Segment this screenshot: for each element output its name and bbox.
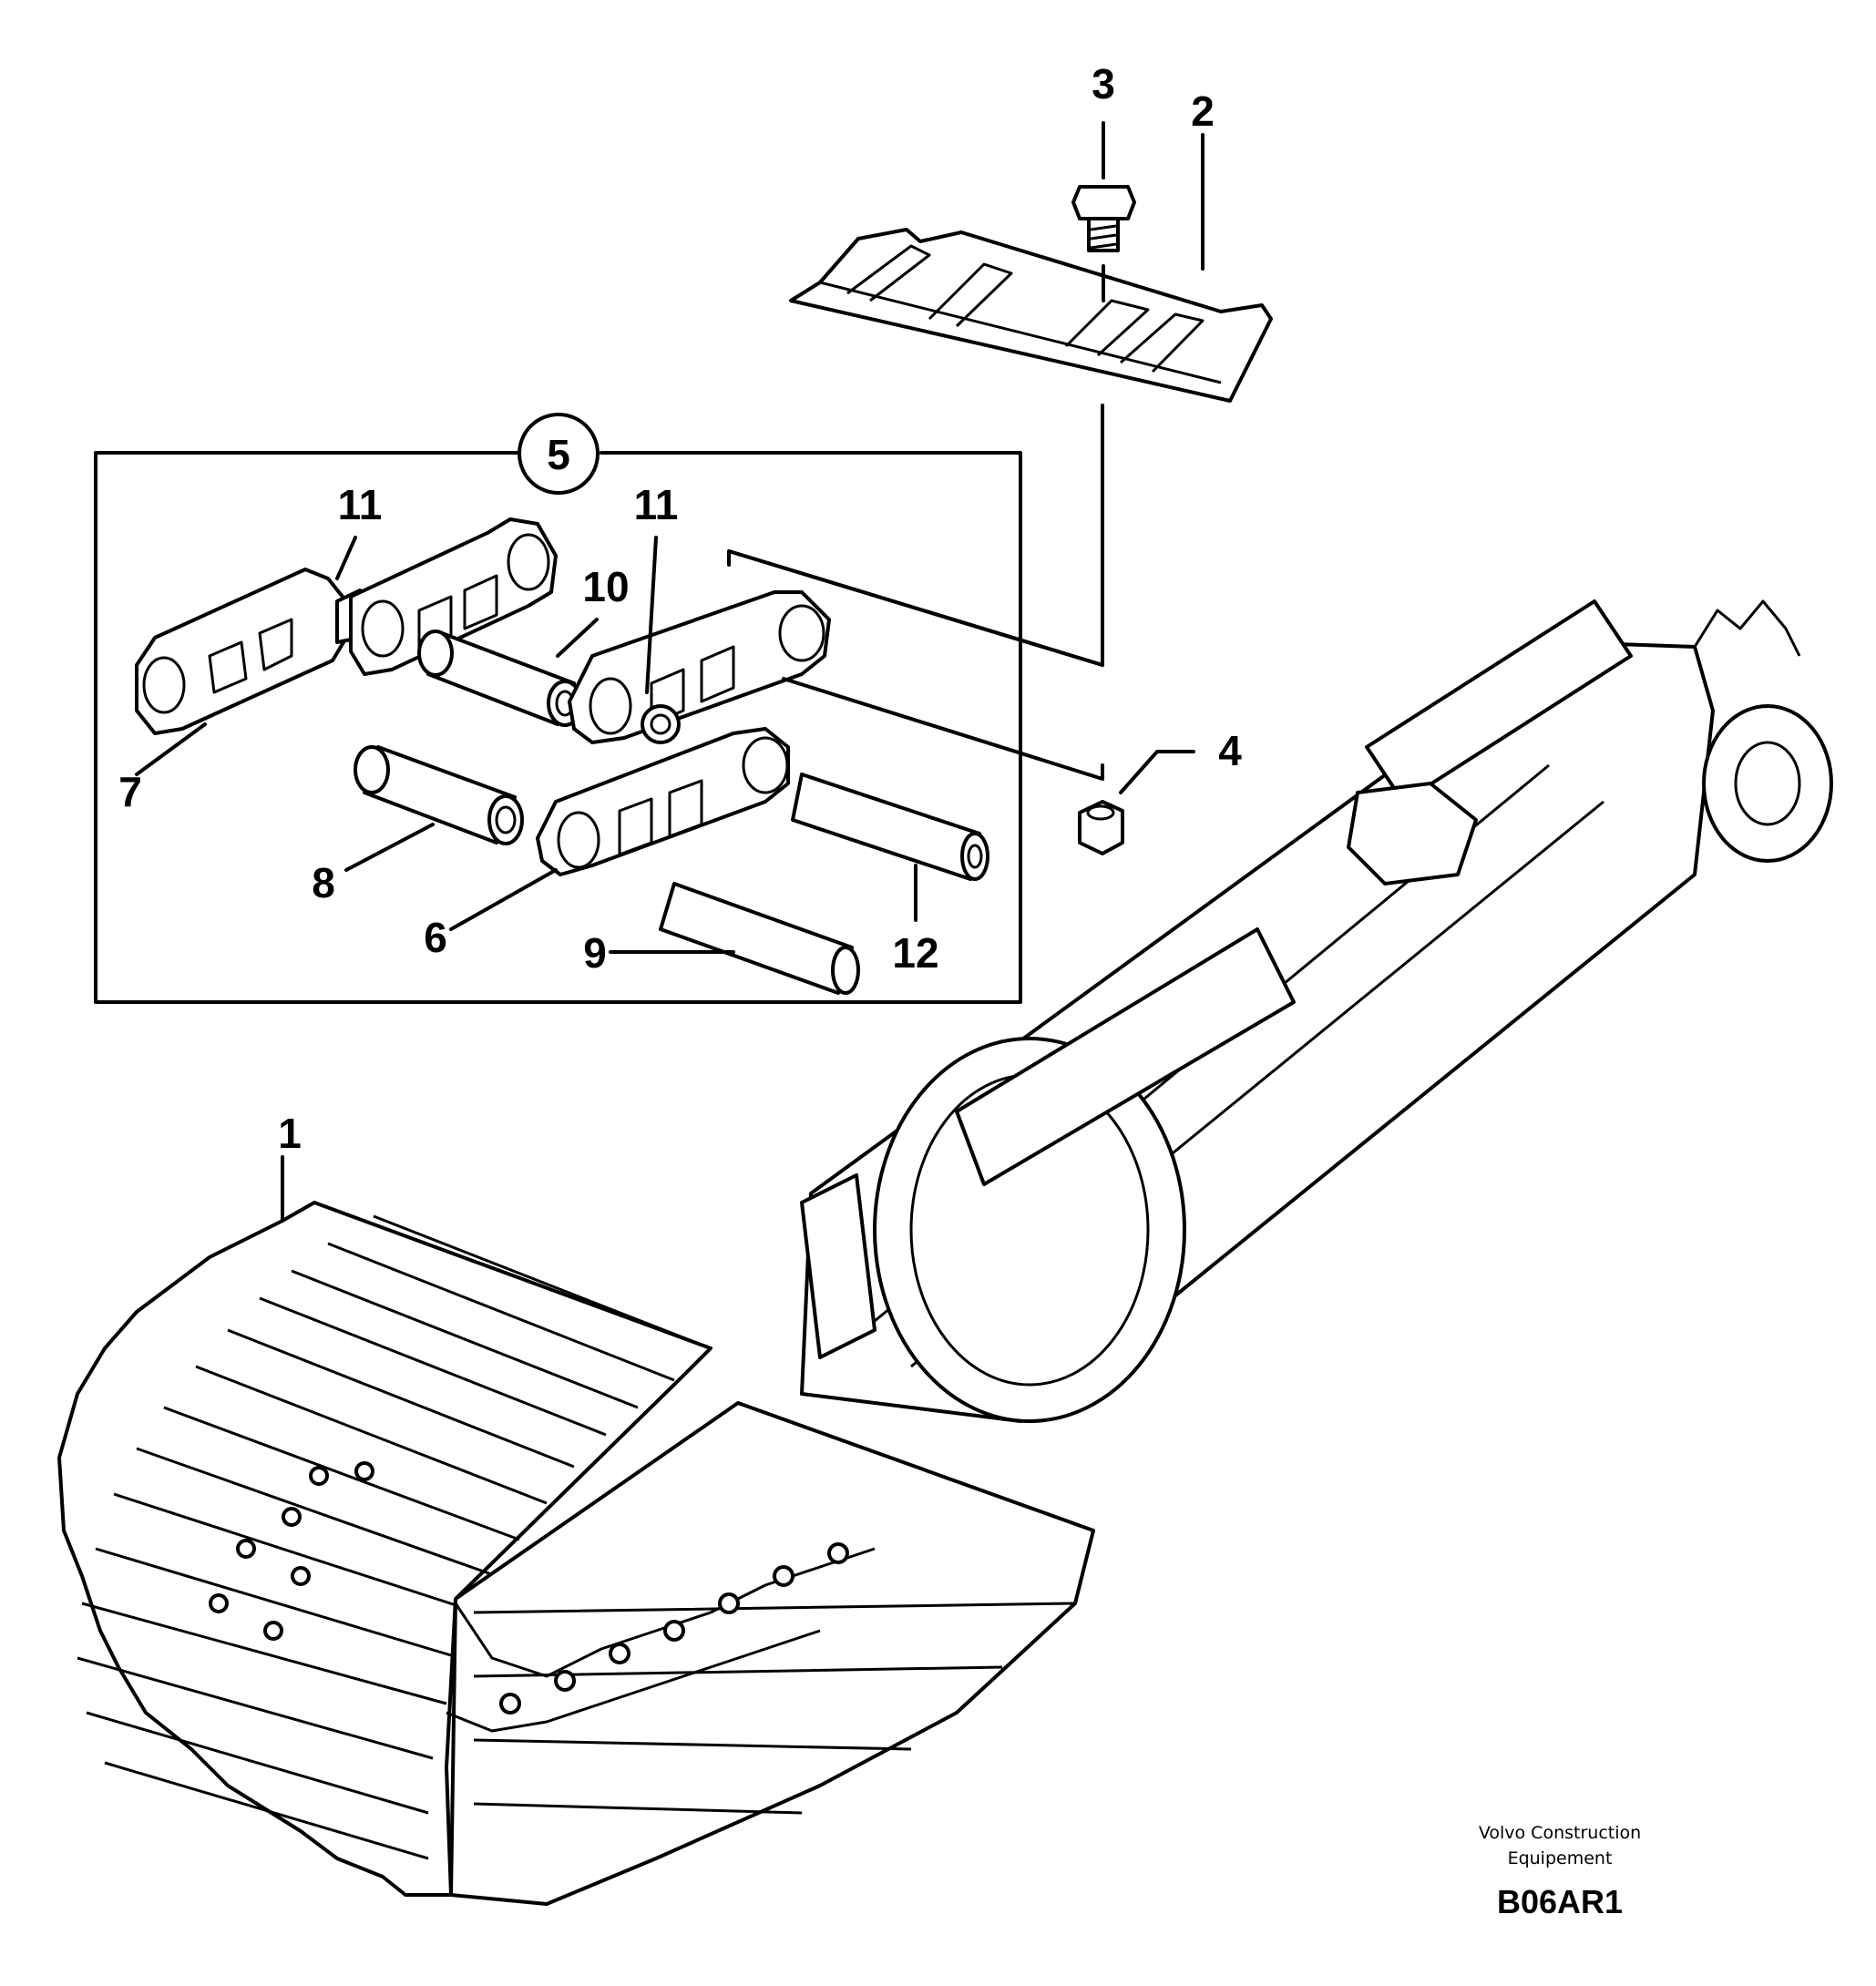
callout-labels: 3 2 5 11 11 10 4 7 8 6 9 12 1 bbox=[118, 60, 1242, 1157]
bushing-lower-part bbox=[354, 745, 524, 845]
leader-lines bbox=[135, 121, 1205, 1277]
callout-4: 4 bbox=[1218, 727, 1242, 774]
track-link-left-part bbox=[135, 517, 558, 735]
link-assembly-frame bbox=[94, 413, 1022, 1004]
manufacturer-line-1: Volvo Construction bbox=[1479, 1823, 1641, 1843]
callout-3: 3 bbox=[1092, 60, 1115, 107]
undercarriage-frame-part bbox=[800, 599, 1833, 1423]
track-pin-lower-part bbox=[659, 882, 860, 995]
manufacturer-line-2: Equipement bbox=[1508, 1848, 1613, 1868]
drawing-credits: Volvo Construction Equipement B06AR1 bbox=[1479, 1823, 1641, 1920]
track-link-right-part bbox=[536, 590, 831, 876]
callout-9: 9 bbox=[583, 929, 607, 977]
bolt-part bbox=[1071, 185, 1136, 667]
track-shoe-plate-part bbox=[789, 228, 1273, 403]
callout-1: 1 bbox=[278, 1110, 302, 1157]
callout-11-right: 11 bbox=[634, 481, 679, 528]
drawing-code: B06AR1 bbox=[1497, 1883, 1623, 1920]
track-pin-part bbox=[791, 773, 989, 881]
chain-bolt-heads bbox=[209, 1461, 849, 1715]
callout-10: 10 bbox=[582, 563, 629, 610]
callout-12: 12 bbox=[892, 929, 938, 977]
callout-2: 2 bbox=[1191, 87, 1215, 135]
callout-5: 5 bbox=[547, 431, 570, 478]
bushing-part bbox=[417, 630, 583, 727]
callout-8: 8 bbox=[312, 859, 335, 906]
nut-part bbox=[1078, 800, 1124, 855]
callout-6: 6 bbox=[424, 914, 447, 961]
track-chain-part bbox=[57, 1201, 1095, 1906]
callout-11-left: 11 bbox=[338, 481, 383, 528]
callout-7: 7 bbox=[118, 768, 142, 815]
